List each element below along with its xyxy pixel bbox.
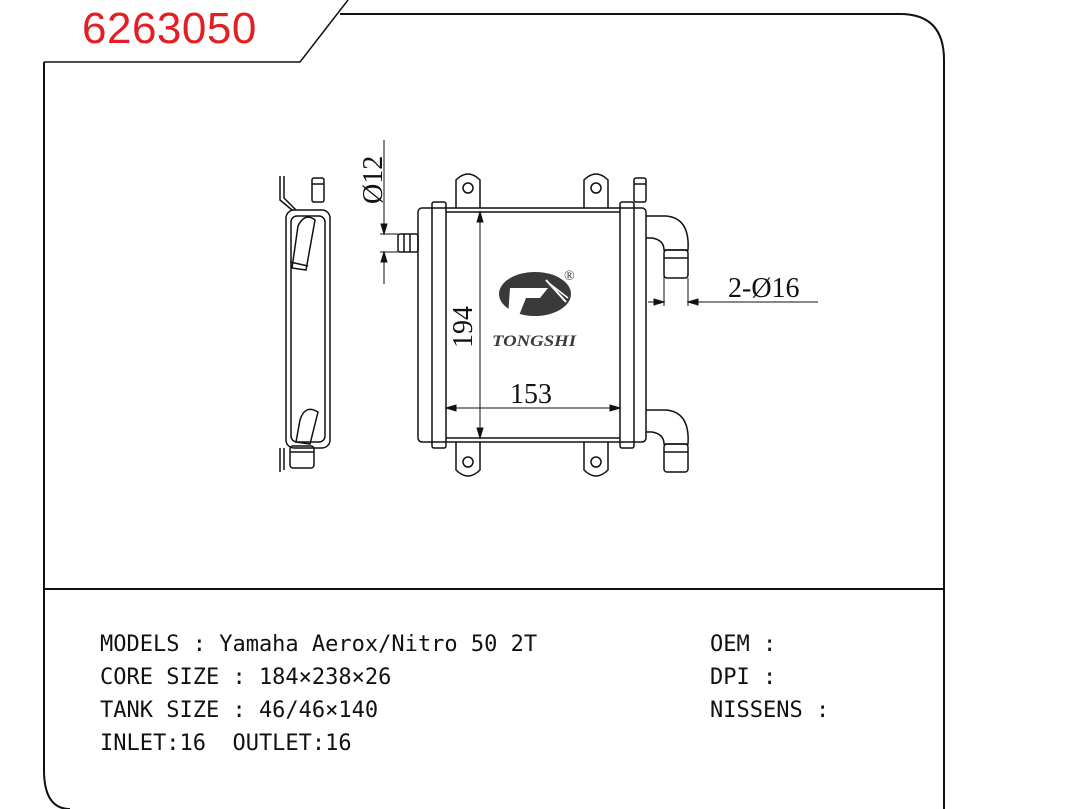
dimension-lines — [380, 140, 818, 440]
logo-text: TONGSHI — [492, 333, 577, 350]
spec-core-size: CORE SIZE : 184×238×26 — [100, 665, 392, 690]
dim-width: 153 — [510, 379, 552, 410]
spec-oem: OEM : — [710, 632, 777, 657]
sheet-frame — [43, 13, 945, 809]
dim-outlets: 2-Ø16 — [728, 273, 800, 304]
spec-tank-size: TANK SIZE : 46/46×140 — [100, 698, 379, 723]
spec-dpi: DPI : — [710, 665, 777, 690]
side-view — [279, 176, 331, 472]
registered-mark: ® — [564, 269, 575, 284]
dim-height: 194 — [448, 306, 479, 348]
part-number-tab — [44, 0, 349, 63]
spec-models: MODELS : Yamaha Aerox/Nitro 50 2T — [100, 632, 538, 657]
dimension-labels: Ø12 194 153 2-Ø16 — [358, 156, 800, 410]
dim-pipe-diameter: Ø12 — [358, 156, 389, 204]
part-number: 6263050 — [82, 4, 257, 53]
spec-nissens: NISSENS : — [710, 698, 830, 723]
tongshi-swoosh-icon — [499, 272, 571, 318]
front-view — [397, 173, 689, 477]
spec-inlet-outlet: INLET:16 OUTLET:16 — [100, 731, 352, 756]
brand-logo: ® TONGSHI — [492, 269, 577, 350]
